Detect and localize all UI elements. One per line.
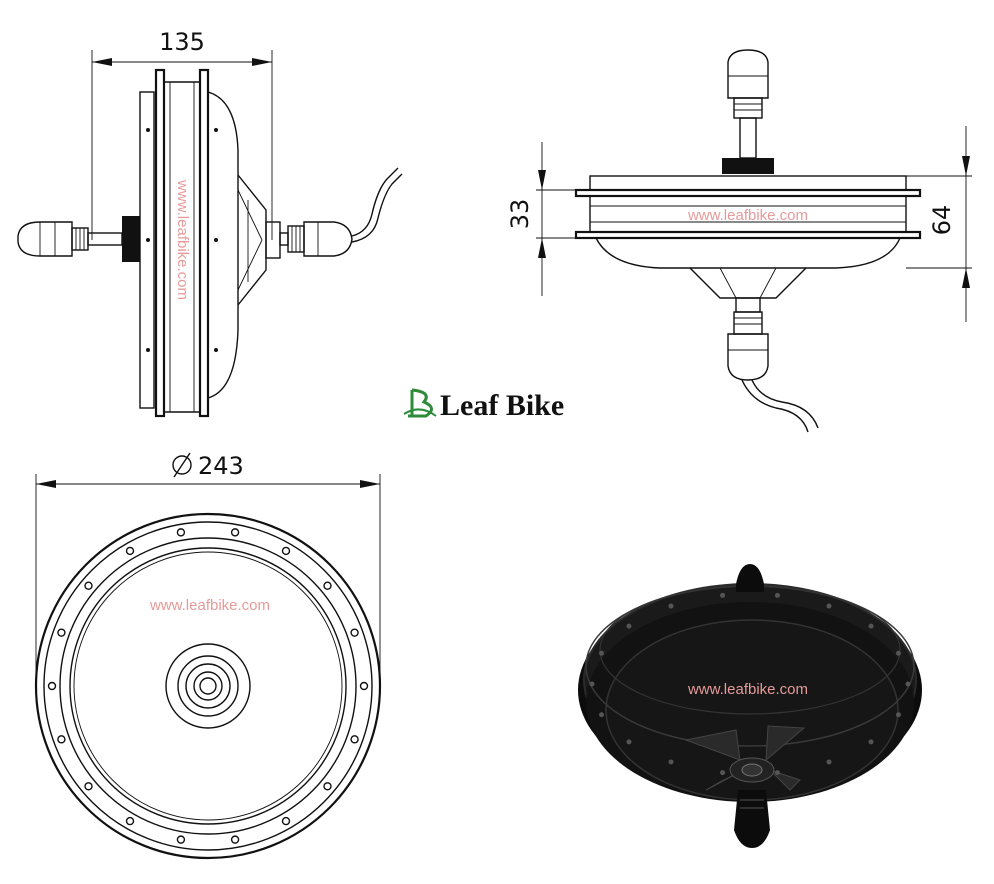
left-axle [17,216,140,262]
cable [351,167,399,237]
render-bolt [826,759,832,765]
render-bolt [626,623,632,629]
render-bolt [720,770,726,776]
bolt-hole [57,735,66,744]
render-bolt [668,603,674,609]
bolt-hole [281,816,291,826]
brand-logo: Leaf Bike [403,388,564,422]
bolt-hole [281,546,291,556]
bolt-hole [84,581,93,590]
dimension-width: 135 [91,28,273,240]
render-bolt [774,592,780,598]
render-bolt [589,681,595,687]
bolt-hole [125,816,135,826]
bolt-hole [57,628,66,637]
bolt-hole [230,835,240,844]
motor-render: www.leafbike.com [578,564,922,848]
render-bolt [895,712,901,718]
bolt-hole [176,528,186,537]
bolt-hole [125,546,135,556]
render-bolt [895,650,901,656]
render-bolt [668,759,674,765]
bolt-holes [47,528,369,844]
render-bolt [868,739,874,745]
watermark-front: www.leafbike.com [174,179,191,300]
render-bolt [774,770,780,776]
side-bottom-axle [727,311,769,381]
right-axle [279,221,353,257]
bolt-hole [47,681,57,691]
bolt-hole [84,782,93,791]
width-value: 135 [159,28,205,56]
bolt-hole [176,835,186,844]
diameter-symbol-icon [172,455,192,475]
render-bolt [826,603,832,609]
bolt-hole [359,681,369,691]
bolt-hole [350,735,359,744]
render-bolt [720,592,726,598]
hub-body [139,68,239,418]
dimension-64: 64 [906,126,972,322]
dimension-diameter: 243 [35,452,381,690]
dimension-33: 33 [506,142,590,296]
bolt-hole [323,782,332,791]
render-bolt [626,739,632,745]
render-bolt [599,650,605,656]
side-cable [741,379,809,433]
render-bolt [868,623,874,629]
face-view: 243 www.leafbike.com [34,452,382,860]
bolt-hole [350,628,359,637]
mount-bracket [237,174,281,306]
side-hub [574,175,922,269]
bolt-hole [230,528,240,537]
bolt-hole [323,581,332,590]
side-top-axle [722,49,774,174]
front-view: 135 [17,28,403,418]
render-bolt [905,681,911,687]
side-bracket [689,267,807,313]
render-bolt [599,712,605,718]
watermark-side: www.leafbike.com [687,207,808,224]
watermark-face: www.leafbike.com [149,597,270,614]
side-view: 33 64 www.leafbike.com [506,49,972,433]
render-bolts [589,592,911,776]
height-33-value: 33 [506,199,534,230]
watermark-render: www.leafbike.com [687,681,808,698]
diameter-value: 243 [198,452,244,480]
height-64-value: 64 [928,205,956,236]
brand-name: Leaf Bike [440,389,564,422]
